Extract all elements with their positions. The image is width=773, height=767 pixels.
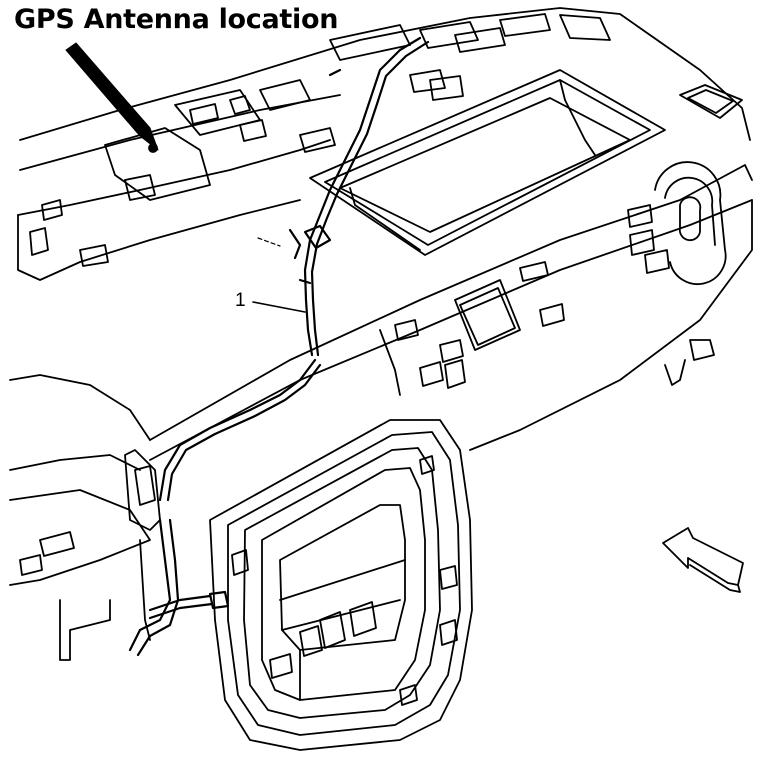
lower-left-dash [9, 374, 161, 661]
center-stack-bezel [209, 419, 473, 751]
antenna-cable-harness [128, 36, 430, 657]
dash-face [149, 84, 753, 461]
callout-number-1: 1 [235, 290, 246, 311]
gps-pointer-arrow [65, 42, 159, 153]
view-direction-arrow [662, 527, 744, 593]
callout-1-leader [252, 301, 306, 313]
screw-reference-line [257, 237, 281, 247]
upper-dash-panel [17, 7, 751, 281]
center-display-opening [309, 69, 666, 256]
gps-antenna-location-label: GPS Antenna location [14, 4, 339, 35]
